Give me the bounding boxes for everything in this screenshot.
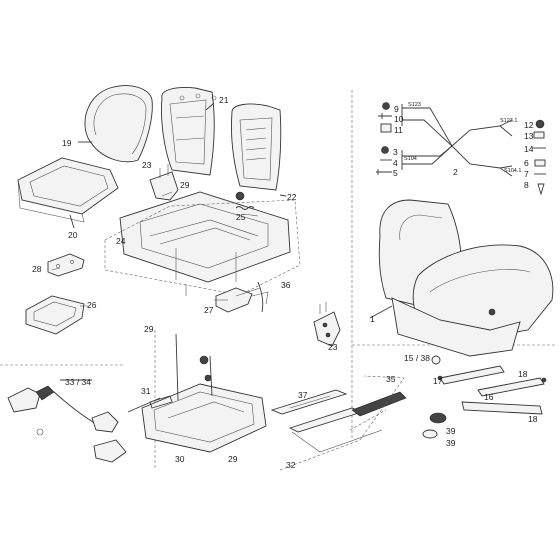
callout-6: 6 xyxy=(524,158,529,168)
wiring-tag-s104: S104 xyxy=(404,156,417,162)
callout-29-upper: 29 xyxy=(180,180,190,190)
part-lever xyxy=(215,287,261,313)
callout-29-lower: 29 xyxy=(228,454,238,464)
callout-10: 10 xyxy=(394,114,404,124)
callout-25: 25 xyxy=(236,212,246,222)
callout-32: 32 xyxy=(286,460,296,470)
part-seat-frame xyxy=(104,191,301,296)
callout-28: 28 xyxy=(32,264,42,274)
callout-12: 12 xyxy=(524,120,534,130)
callout-17: 17 xyxy=(433,376,443,386)
callout-18-upper: 18 xyxy=(518,369,528,379)
callout-39-lower: 39 xyxy=(446,438,456,448)
part-backrest-frame xyxy=(161,87,217,176)
callout-14: 14 xyxy=(524,144,534,154)
part-complete-seat xyxy=(369,199,554,357)
part-grommets xyxy=(422,355,447,439)
wiring-tag-s104-1: S104.1 xyxy=(504,168,521,174)
callout-37: 37 xyxy=(298,390,308,400)
callout-19: 19 xyxy=(62,138,72,148)
callout-15-38: 15 / 38 xyxy=(404,353,430,363)
callout-18-lower: 18 xyxy=(528,414,538,424)
part-damper xyxy=(149,395,173,409)
callout-21: 21 xyxy=(219,95,229,105)
wiring-tag-s123-1: S123.1 xyxy=(500,118,517,124)
part-spring xyxy=(235,206,255,210)
callout-9: 9 xyxy=(394,104,399,114)
part-side-cover-upper xyxy=(149,164,179,201)
callout-11: 11 xyxy=(394,125,403,135)
callout-27: 27 xyxy=(204,305,214,315)
part-control-panel xyxy=(313,302,341,347)
callout-35: 35 xyxy=(386,374,396,384)
part-seat-cushion xyxy=(17,157,119,229)
callout-22: 22 xyxy=(287,192,297,202)
callout-33-34: 33 / 34 xyxy=(65,377,91,387)
callout-5: 5 xyxy=(393,168,398,178)
callout-1: 1 xyxy=(370,314,375,324)
wiring-tag-s123: S123 xyxy=(408,102,421,108)
callout-24: 24 xyxy=(116,236,126,246)
part-rail-upper xyxy=(270,389,348,415)
callout-3: 3 xyxy=(393,147,398,157)
part-suspension-base xyxy=(127,333,267,453)
callout-7: 7 xyxy=(524,169,529,179)
callout-labels: 19 20 21 22 23 29 25 24 28 26 27 36 23 2… xyxy=(32,95,538,470)
callout-26: 26 xyxy=(87,300,97,310)
callout-31: 31 xyxy=(141,386,151,396)
part-tray xyxy=(25,295,85,335)
part-cable xyxy=(251,281,269,313)
part-backrest-cushion xyxy=(78,85,153,163)
callout-13: 13 xyxy=(524,131,534,141)
part-rail-lower xyxy=(279,375,407,471)
callout-8: 8 xyxy=(524,180,529,190)
callout-23-lower: 23 xyxy=(328,342,338,352)
callout-29-mid: 29 xyxy=(144,324,154,334)
callout-2: 2 xyxy=(453,167,458,177)
part-switch-group-left xyxy=(376,102,392,175)
callout-39-upper: 39 xyxy=(446,426,456,436)
callout-23-upper: 23 xyxy=(142,160,152,170)
wiring-tags: S123 S123.1 S104 S104.1 xyxy=(404,102,521,174)
callout-4: 4 xyxy=(393,158,398,168)
part-wiring-harness xyxy=(401,104,513,177)
callout-16: 16 xyxy=(484,392,494,402)
part-bracket xyxy=(47,253,85,277)
part-slide-rails xyxy=(437,365,547,415)
part-belt-assembly xyxy=(7,379,127,463)
leader-lines xyxy=(51,191,259,307)
part-backrest-frame-with-lumbar xyxy=(231,103,287,197)
part-switch-group-right xyxy=(532,119,546,196)
callout-20: 20 xyxy=(68,230,78,240)
callout-36: 36 xyxy=(281,280,291,290)
callout-30: 30 xyxy=(175,454,185,464)
